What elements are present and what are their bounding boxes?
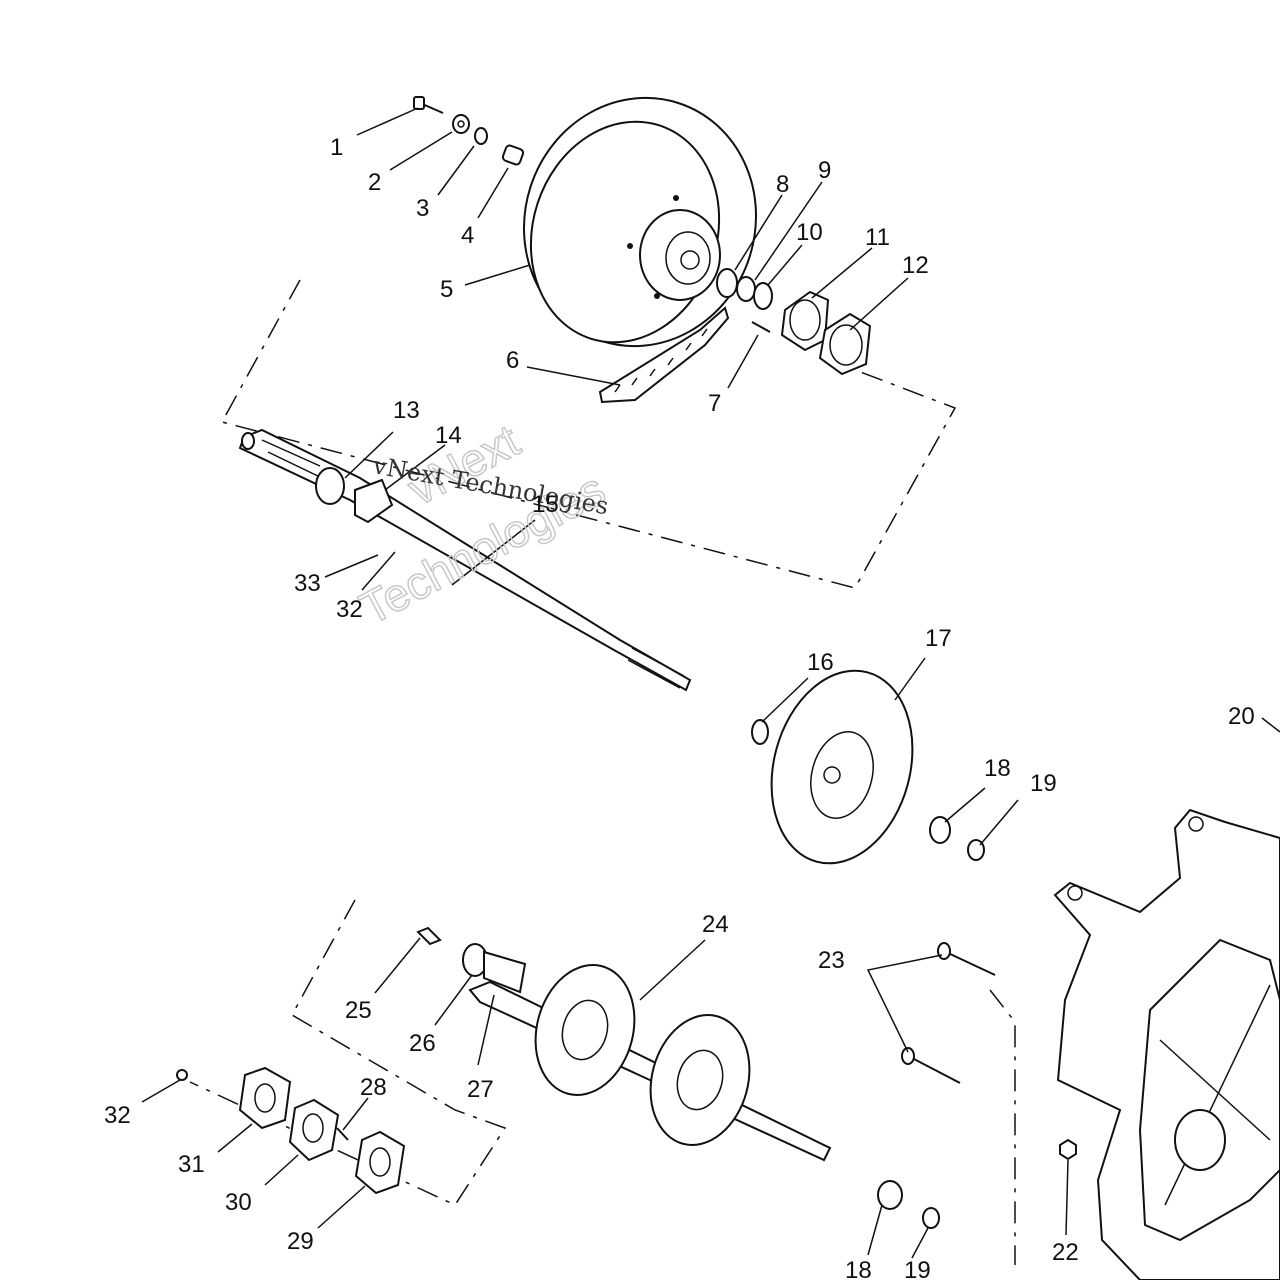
- frame-bolt-boundary: [989, 989, 1016, 1265]
- callout-33: 33: [294, 570, 321, 597]
- callout-30: 30: [225, 1189, 252, 1216]
- bearing-flange: [780, 290, 830, 352]
- drive-axle: [462, 943, 832, 1162]
- ring-19-lower: [922, 1207, 940, 1229]
- brake-disc: [523, 96, 757, 348]
- brake-pad: [598, 306, 730, 404]
- callout-29: 29: [287, 1228, 314, 1255]
- driven-disc: [770, 669, 914, 865]
- screw-7: [751, 321, 771, 333]
- seal-18: [929, 816, 951, 844]
- callout-24: 24: [702, 911, 729, 938]
- callout-17: 17: [925, 625, 952, 652]
- callout-11: 11: [865, 224, 890, 251]
- nut-22: [1059, 1138, 1077, 1161]
- callout-15: 15: [532, 491, 559, 518]
- bolt-25: [416, 926, 442, 946]
- bolt: [413, 96, 444, 114]
- callout-19-upper: 19: [1030, 770, 1057, 797]
- callout-18-upper: 18: [984, 755, 1011, 782]
- frame-bracket: [1053, 808, 1280, 1280]
- spacer: [501, 144, 525, 166]
- drive-shaft: [238, 428, 692, 692]
- flange-plate-30: [288, 1098, 340, 1162]
- callout-3: 3: [416, 195, 429, 222]
- callout-28: 28: [360, 1074, 387, 1101]
- callout-32-lower: 32: [104, 1102, 131, 1129]
- flange-plate-29: [354, 1130, 406, 1195]
- callout-labels: 1 2 3 4 5 6 7 8 9 10 11 12 13 14 15 16 1…: [104, 134, 1255, 1280]
- shaft-bearing: [315, 467, 345, 505]
- callout-18-lower: 18: [845, 1257, 872, 1280]
- washer-9: [736, 276, 756, 302]
- bearing-8: [716, 268, 738, 298]
- callout-12: 12: [902, 252, 929, 279]
- flange-plate-31: [238, 1066, 292, 1130]
- sprocket-right: [649, 1014, 751, 1146]
- upper-assembly-boundary: [220, 279, 957, 589]
- callout-10: 10: [796, 219, 823, 246]
- callout-16: 16: [807, 649, 834, 676]
- callout-9: 9: [818, 157, 831, 184]
- o-ring-16: [751, 719, 769, 745]
- callout-13: 13: [393, 397, 420, 424]
- callout-32-upper: 32: [336, 596, 363, 623]
- bolt-23-upper: [937, 942, 996, 976]
- bearing-bracket: [354, 478, 394, 524]
- callout-31: 31: [178, 1151, 205, 1178]
- callout-5: 5: [440, 276, 453, 303]
- callout-22: 22: [1052, 1239, 1079, 1266]
- callout-2: 2: [368, 169, 381, 196]
- flat-washer: [452, 114, 470, 134]
- sprocket-left: [534, 964, 636, 1096]
- callout-26: 26: [409, 1030, 436, 1057]
- callout-19-lower: 19: [904, 1257, 931, 1280]
- seal-18-lower: [877, 1180, 903, 1210]
- callout-27: 27: [467, 1076, 494, 1103]
- leader-lines: [141, 107, 1280, 1259]
- stud-28: [336, 1127, 349, 1141]
- callout-7: 7: [708, 390, 721, 417]
- lower-assembly-boundary: [189, 899, 507, 1206]
- callout-4: 4: [461, 222, 474, 249]
- callout-1: 1: [330, 134, 343, 161]
- flange-12: [818, 312, 872, 376]
- lock-washer: [474, 127, 488, 145]
- washer-10: [753, 282, 773, 310]
- bolt-23-lower: [901, 1047, 961, 1084]
- callout-14: 14: [435, 422, 462, 449]
- callout-8: 8: [776, 171, 789, 198]
- callout-23: 23: [818, 947, 845, 974]
- callout-6: 6: [506, 347, 519, 374]
- callout-25: 25: [345, 997, 372, 1024]
- nut-32-lower: [176, 1069, 188, 1081]
- callout-20: 20: [1228, 703, 1255, 730]
